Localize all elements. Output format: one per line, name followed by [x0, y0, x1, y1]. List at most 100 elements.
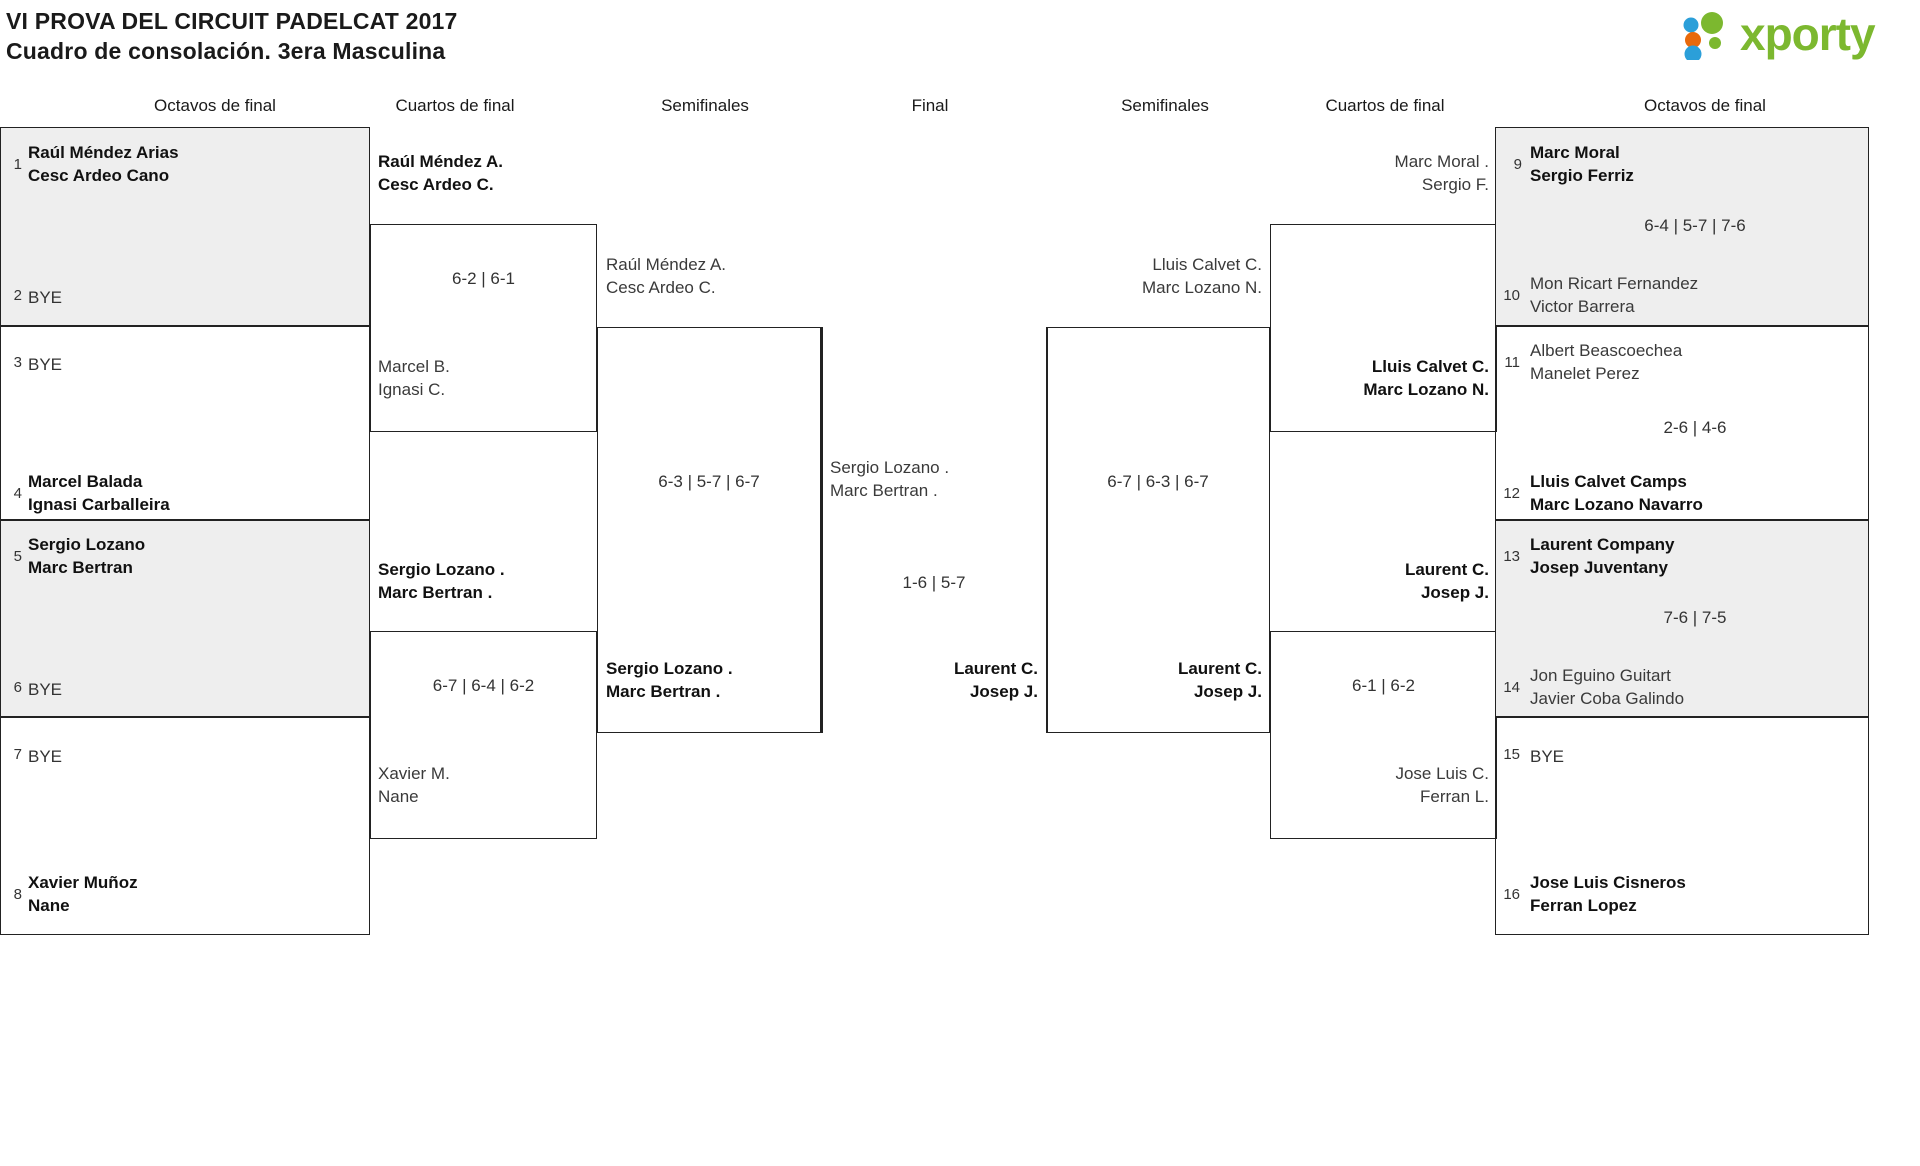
- right-r16-team-10: Mon Ricart Fernandez Victor Barrera: [1530, 272, 1698, 318]
- logo-wordmark: xporty: [1740, 8, 1876, 60]
- player-name: Marc Moral: [1530, 143, 1620, 162]
- final-team-right: Laurent C. Josep J.: [826, 657, 1038, 703]
- left-r16-team-7: BYE: [28, 747, 63, 766]
- right-r16-team-11: Albert Beascoechea Manelet Perez: [1530, 339, 1682, 385]
- right-qf-team-2: Lluis Calvet C. Marc Lozano N.: [1274, 355, 1489, 401]
- left-qf1-score: 6-2 | 6-1: [451, 269, 515, 288]
- tournament-title: VI PROVA DEL CIRCUIT PADELCAT 2017: [6, 8, 458, 34]
- seed-number: 8: [13, 886, 22, 903]
- player-name: Nane: [378, 787, 419, 806]
- page-title: VI PROVA DEL CIRCUIT PADELCAT 2017 Cuadr…: [6, 6, 458, 66]
- player-name: Marc Bertran: [28, 558, 133, 577]
- player-name: Marc Lozano N.: [1142, 278, 1262, 297]
- player-name: Sergio Lozano .: [378, 560, 505, 579]
- seed-number: 14: [1503, 679, 1520, 696]
- right-sf-team-2: Laurent C. Josep J.: [1050, 657, 1262, 703]
- right-r16-team-16: Jose Luis Cisneros Ferran Lopez: [1530, 871, 1686, 917]
- final-score: 1-6 | 5-7: [902, 573, 966, 592]
- bracket-subtitle: Cuadro de consolación. 3era Masculina: [6, 38, 446, 64]
- seed-number: 5: [13, 548, 22, 565]
- left-r16-team-5: Sergio Lozano Marc Bertran: [28, 533, 145, 579]
- seed-number: 11: [1504, 354, 1520, 371]
- left-r16-team-1: Raúl Méndez Arias Cesc Ardeo Cano: [28, 141, 179, 187]
- player-name: Nane: [28, 896, 70, 915]
- round-header-left-sf: Semifinales: [661, 96, 749, 115]
- player-name: Josep Juventany: [1530, 558, 1668, 577]
- player-name: Josep J.: [1193, 682, 1262, 701]
- left-r16-team-6: BYE: [28, 680, 63, 699]
- player-name: Laurent C.: [1177, 659, 1262, 678]
- right-r16-divider-2: [1495, 519, 1869, 521]
- player-name: Xavier Muñoz: [28, 873, 138, 892]
- player-name: Raúl Méndez Arias: [28, 143, 179, 162]
- player-name: Cesc Ardeo C.: [378, 175, 494, 194]
- right-qf-team-4: Jose Luis C. Ferran L.: [1274, 762, 1489, 808]
- seed-number: 13: [1503, 548, 1520, 565]
- right-sf-team-1: Lluis Calvet C. Marc Lozano N.: [1050, 253, 1262, 299]
- left-r16-match3-shade: [1, 519, 369, 716]
- player-name: Sergio Lozano: [28, 535, 146, 554]
- seed-number: 12: [1503, 485, 1520, 502]
- player-name: Xavier M.: [378, 764, 450, 783]
- seed-number: 3: [13, 354, 22, 371]
- right-qf-team-3: Laurent C. Josep J.: [1274, 558, 1489, 604]
- player-name: Ferran L.: [1420, 787, 1489, 806]
- player-name: Albert Beascoechea: [1530, 341, 1683, 360]
- player-name: Laurent C.: [1404, 560, 1489, 579]
- left-qf-team-3: Sergio Lozano . Marc Bertran .: [378, 558, 505, 604]
- logo-dots-icon: [1683, 12, 1723, 60]
- final-team-left: Sergio Lozano . Marc Bertran .: [830, 456, 949, 502]
- left-r16-divider-1: [0, 325, 370, 327]
- player-name: Cesc Ardeo Cano: [28, 166, 170, 185]
- player-name: Jon Eguino Guitart: [1530, 666, 1671, 685]
- left-qf2-box: [370, 631, 597, 839]
- left-r16-divider-3: [0, 716, 370, 718]
- right-r16-match2-score: 2-6 | 4-6: [1663, 418, 1727, 437]
- round-header-right-sf: Semifinales: [1121, 96, 1209, 115]
- round-header-right-r16: Octavos de final: [1644, 96, 1766, 115]
- left-r16-team-4: Marcel Balada Ignasi Carballeira: [28, 470, 170, 516]
- left-sf-box: [597, 327, 821, 733]
- right-r16-match3-score: 7-6 | 7-5: [1663, 608, 1727, 627]
- right-qf1-box: [1270, 224, 1497, 432]
- player-name: Marcel Balada: [28, 472, 143, 491]
- player-name: Sergio F.: [1421, 175, 1489, 194]
- left-sf-score: 6-3 | 5-7 | 6-7: [658, 472, 760, 491]
- seed-number: 7: [13, 746, 22, 763]
- right-r16-team-14: Jon Eguino Guitart Javier Coba Galindo: [1530, 664, 1684, 710]
- left-qf-team-1: Raúl Méndez A. Cesc Ardeo C.: [378, 150, 503, 196]
- right-r16-box: [1495, 127, 1869, 935]
- right-r16-match3-shade: [1496, 519, 1868, 716]
- left-r16-team-8: Xavier Muñoz Nane: [28, 871, 138, 917]
- left-qf-team-4: Xavier M. Nane: [378, 762, 450, 808]
- left-qf1-box: [370, 224, 597, 432]
- player-name: Sergio Ferriz: [1530, 166, 1634, 185]
- left-r16-match1-shade: [1, 128, 369, 325]
- left-r16-box: [0, 127, 370, 935]
- right-qf-team-1: Marc Moral . Sergio F.: [1274, 150, 1489, 196]
- player-name: Lluis Calvet C.: [1371, 357, 1489, 376]
- player-name: Josep J.: [969, 682, 1038, 701]
- seed-number: 6: [13, 679, 22, 696]
- left-r16-team-3: BYE: [28, 355, 63, 374]
- right-r16-team-9: Marc Moral Sergio Ferriz: [1530, 141, 1634, 187]
- left-sf-team-2: Sergio Lozano . Marc Bertran .: [606, 657, 733, 703]
- seed-number: 4: [13, 485, 22, 502]
- player-name: Manelet Perez: [1530, 364, 1640, 383]
- player-name: Cesc Ardeo C.: [606, 278, 716, 297]
- player-name: Laurent Company: [1530, 535, 1675, 554]
- player-name: Jose Luis Cisneros: [1530, 873, 1686, 892]
- seed-number: 10: [1503, 287, 1520, 304]
- final-left-rail: [821, 327, 823, 733]
- player-name: Marc Lozano Navarro: [1530, 495, 1703, 514]
- right-r16-team-13: Laurent Company Josep Juventany: [1530, 533, 1675, 579]
- seed-number: 1: [13, 156, 22, 173]
- player-name: Mon Ricart Fernandez: [1530, 274, 1699, 293]
- player-name: Marc Bertran .: [378, 583, 493, 602]
- player-name: Lluis Calvet Camps: [1530, 472, 1687, 491]
- left-qf-team-2: Marcel B. Ignasi C.: [378, 355, 450, 401]
- round-header-left-qf: Cuartos de final: [395, 96, 515, 115]
- right-r16-divider-3: [1495, 716, 1869, 718]
- player-name: Ignasi Carballeira: [28, 495, 170, 514]
- seed-number: 15: [1503, 746, 1520, 763]
